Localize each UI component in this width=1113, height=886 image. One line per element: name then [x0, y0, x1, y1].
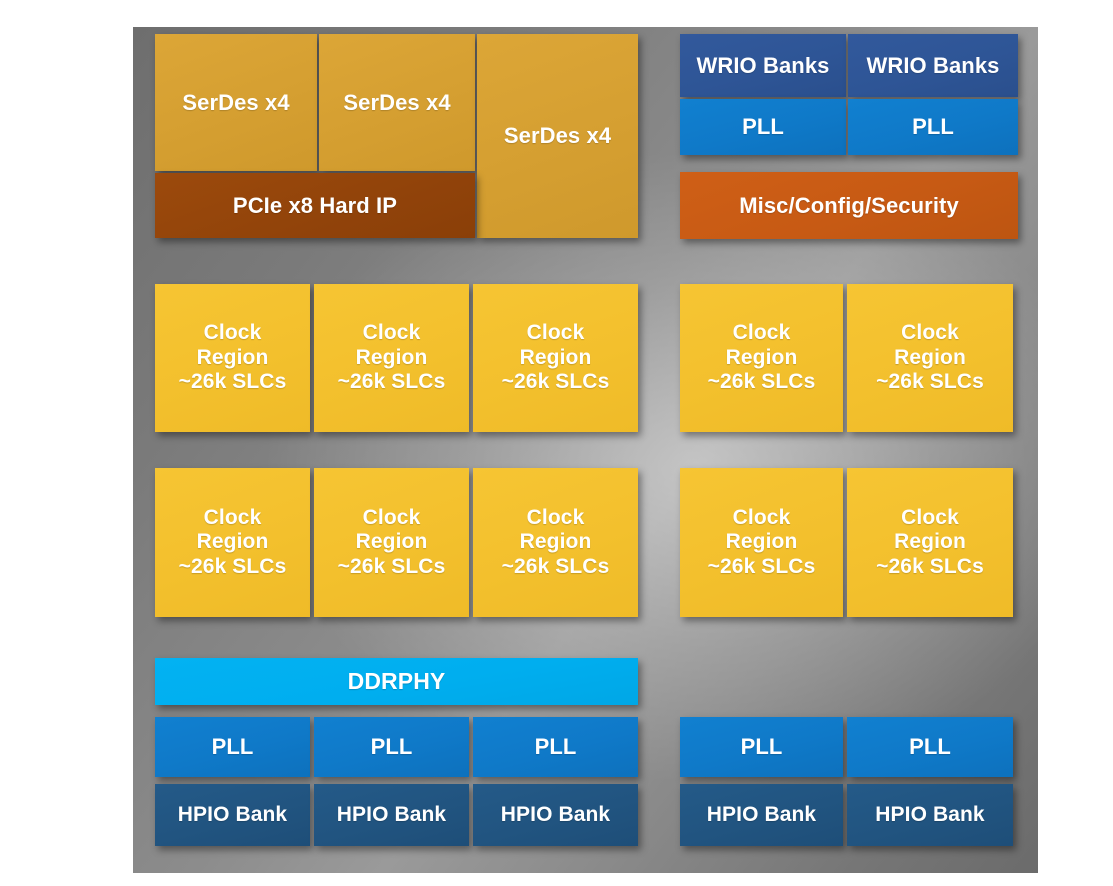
- block-hpio-bank-1-label: HPIO Bank: [177, 802, 288, 826]
- block-pll-bottom-3-label: PLL: [534, 734, 577, 760]
- block-clock-region-left-1-2-label: Clock Region ~26k SLCs: [337, 321, 446, 394]
- block-wrio-banks-1[interactable]: WRIO Banks: [680, 34, 846, 97]
- block-pll-bottom-right-1[interactable]: PLL: [680, 717, 843, 777]
- block-hpio-bank-2[interactable]: HPIO Bank: [314, 784, 469, 846]
- block-pll-bottom-2[interactable]: PLL: [314, 717, 469, 777]
- block-clock-region-left-1-1[interactable]: Clock Region ~26k SLCs: [155, 284, 310, 432]
- block-clock-region-left-2-1[interactable]: Clock Region ~26k SLCs: [155, 468, 310, 617]
- block-pll-bottom-right-2[interactable]: PLL: [847, 717, 1013, 777]
- block-clock-region-right-1-1-label: Clock Region ~26k SLCs: [707, 321, 816, 394]
- block-clock-region-right-1-2[interactable]: Clock Region ~26k SLCs: [847, 284, 1013, 432]
- block-misc-config-security[interactable]: Misc/Config/Security: [680, 172, 1018, 239]
- block-clock-region-left-2-3[interactable]: Clock Region ~26k SLCs: [473, 468, 638, 617]
- block-clock-region-right-1-1[interactable]: Clock Region ~26k SLCs: [680, 284, 843, 432]
- block-pll-bottom-right-1-label: PLL: [740, 734, 783, 760]
- block-pll-top-1-label: PLL: [742, 114, 784, 140]
- block-hpio-bank-right-1-label: HPIO Bank: [706, 802, 817, 826]
- die-substrate: SerDes x4 SerDes x4 SerDes x4 PCIe x8 Ha…: [133, 27, 1038, 873]
- block-wrio-banks-2-label: WRIO Banks: [866, 52, 1000, 78]
- block-serdes-2-label: SerDes x4: [343, 89, 451, 115]
- block-serdes-1[interactable]: SerDes x4: [155, 34, 317, 171]
- block-hpio-bank-2-label: HPIO Bank: [336, 802, 447, 826]
- block-clock-region-left-2-2[interactable]: Clock Region ~26k SLCs: [314, 468, 469, 617]
- block-pll-top-2-label: PLL: [912, 114, 954, 140]
- block-pll-bottom-3[interactable]: PLL: [473, 717, 638, 777]
- block-clock-region-left-1-1-label: Clock Region ~26k SLCs: [178, 321, 287, 394]
- block-pcie-hard-ip[interactable]: PCIe x8 Hard IP: [155, 173, 475, 238]
- block-clock-region-left-1-2[interactable]: Clock Region ~26k SLCs: [314, 284, 469, 432]
- block-pll-bottom-2-label: PLL: [370, 734, 413, 760]
- block-clock-region-right-2-1[interactable]: Clock Region ~26k SLCs: [680, 468, 843, 617]
- block-wrio-banks-2[interactable]: WRIO Banks: [848, 34, 1018, 97]
- block-hpio-bank-right-2-label: HPIO Bank: [875, 802, 985, 826]
- block-hpio-bank-right-1[interactable]: HPIO Bank: [680, 784, 843, 846]
- block-hpio-bank-3-label: HPIO Bank: [500, 802, 611, 826]
- block-serdes-1-label: SerDes x4: [182, 89, 290, 115]
- block-pcie-hard-ip-label: PCIe x8 Hard IP: [232, 192, 398, 218]
- block-pll-bottom-1-label: PLL: [211, 734, 254, 760]
- block-clock-region-left-1-3-label: Clock Region ~26k SLCs: [501, 321, 610, 394]
- block-pll-bottom-1[interactable]: PLL: [155, 717, 310, 777]
- block-clock-region-left-2-1-label: Clock Region ~26k SLCs: [178, 505, 287, 578]
- block-pll-bottom-right-2-label: PLL: [909, 734, 951, 760]
- block-clock-region-left-2-3-label: Clock Region ~26k SLCs: [501, 505, 610, 578]
- block-clock-region-left-1-3[interactable]: Clock Region ~26k SLCs: [473, 284, 638, 432]
- block-serdes-3-label: SerDes x4: [503, 123, 612, 149]
- block-ddrphy[interactable]: DDRPHY: [155, 658, 638, 705]
- block-misc-config-security-label: Misc/Config/Security: [739, 192, 959, 218]
- block-ddrphy-label: DDRPHY: [347, 668, 446, 695]
- block-hpio-bank-right-2[interactable]: HPIO Bank: [847, 784, 1013, 846]
- block-pll-top-1[interactable]: PLL: [680, 99, 846, 155]
- block-clock-region-right-2-1-label: Clock Region ~26k SLCs: [707, 505, 816, 578]
- block-hpio-bank-1[interactable]: HPIO Bank: [155, 784, 310, 846]
- block-clock-region-right-2-2[interactable]: Clock Region ~26k SLCs: [847, 468, 1013, 617]
- block-pll-top-2[interactable]: PLL: [848, 99, 1018, 155]
- block-hpio-bank-3[interactable]: HPIO Bank: [473, 784, 638, 846]
- block-clock-region-right-1-2-label: Clock Region ~26k SLCs: [876, 321, 984, 394]
- block-serdes-2[interactable]: SerDes x4: [319, 34, 475, 171]
- block-clock-region-right-2-2-label: Clock Region ~26k SLCs: [876, 505, 984, 578]
- block-wrio-banks-1-label: WRIO Banks: [696, 52, 830, 78]
- block-clock-region-left-2-2-label: Clock Region ~26k SLCs: [337, 505, 446, 578]
- block-serdes-3[interactable]: SerDes x4: [477, 34, 638, 238]
